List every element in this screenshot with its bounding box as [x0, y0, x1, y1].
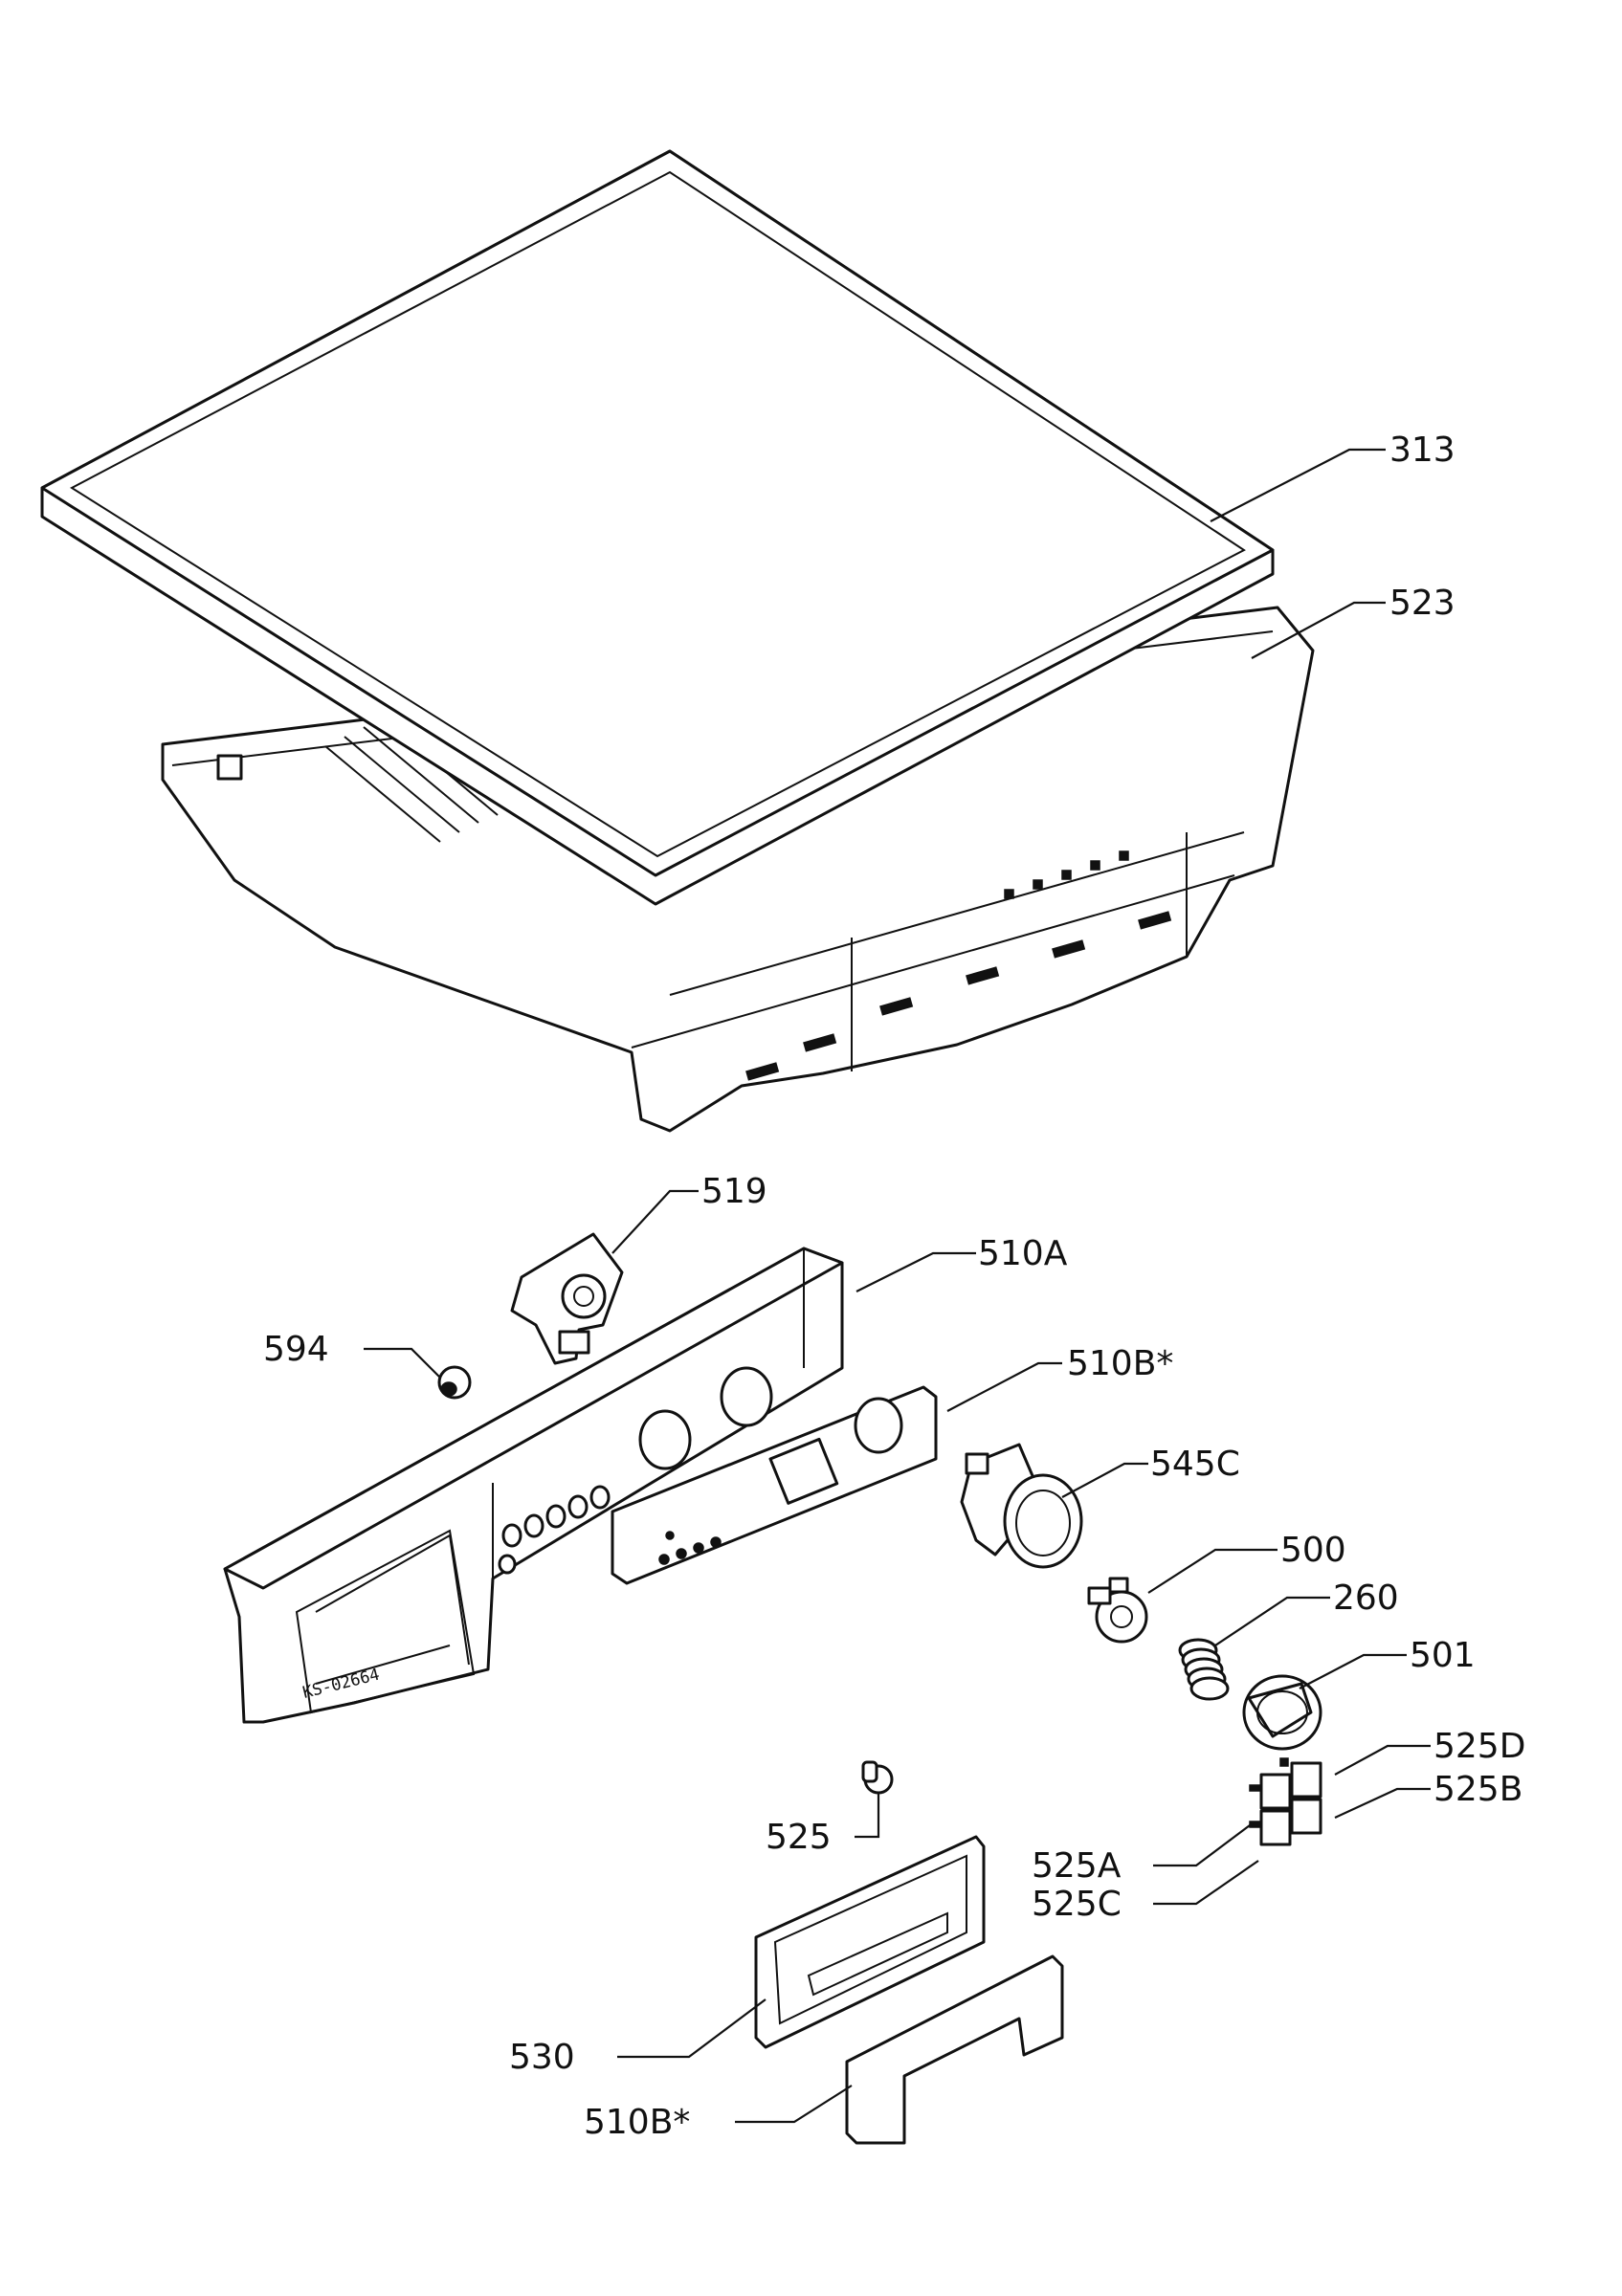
part-545c-switch — [960, 1443, 1083, 1569]
part-530-drawer-handle — [754, 1835, 986, 2049]
label-525c: 525C — [1032, 1885, 1122, 1924]
part-labels: 313 523 519 510A 594 510B* 545C 500 260 … — [263, 430, 1525, 2142]
label-525d: 525D — [1433, 1727, 1525, 1766]
part-525-button-block — [1249, 1757, 1322, 1846]
leader-lines — [364, 448, 1431, 2124]
label-501: 501 — [1410, 1636, 1476, 1675]
label-530: 530 — [509, 2038, 575, 2077]
part-510b-facia-top — [611, 1385, 938, 1585]
label-313: 313 — [1389, 430, 1455, 470]
label-510b-bottom: 510B* — [584, 2103, 690, 2142]
part-525-push-rod — [861, 1760, 894, 1795]
part-500-spindle — [1087, 1577, 1148, 1644]
part-510b-facia-bottom — [845, 1954, 1064, 2145]
label-594: 594 — [263, 1330, 329, 1369]
label-500: 500 — [1280, 1531, 1346, 1570]
label-525b: 525B — [1433, 1770, 1522, 1809]
part-594-plug — [437, 1365, 472, 1400]
label-545c: 545C — [1150, 1445, 1240, 1484]
part-501-knob — [1242, 1674, 1322, 1751]
part-313-top-cover — [40, 149, 1275, 906]
label-525: 525 — [766, 1818, 832, 1857]
label-260: 260 — [1333, 1578, 1399, 1618]
part-519-cam — [510, 1232, 624, 1365]
label-519: 519 — [701, 1172, 767, 1211]
label-510a: 510A — [978, 1234, 1068, 1273]
part-510a-control-panel: KS-02664 — [223, 1247, 844, 1724]
label-525a: 525A — [1032, 1846, 1122, 1886]
label-510b-top: 510B* — [1067, 1344, 1173, 1383]
label-523: 523 — [1389, 584, 1455, 623]
part-260-spring — [1178, 1638, 1230, 1701]
